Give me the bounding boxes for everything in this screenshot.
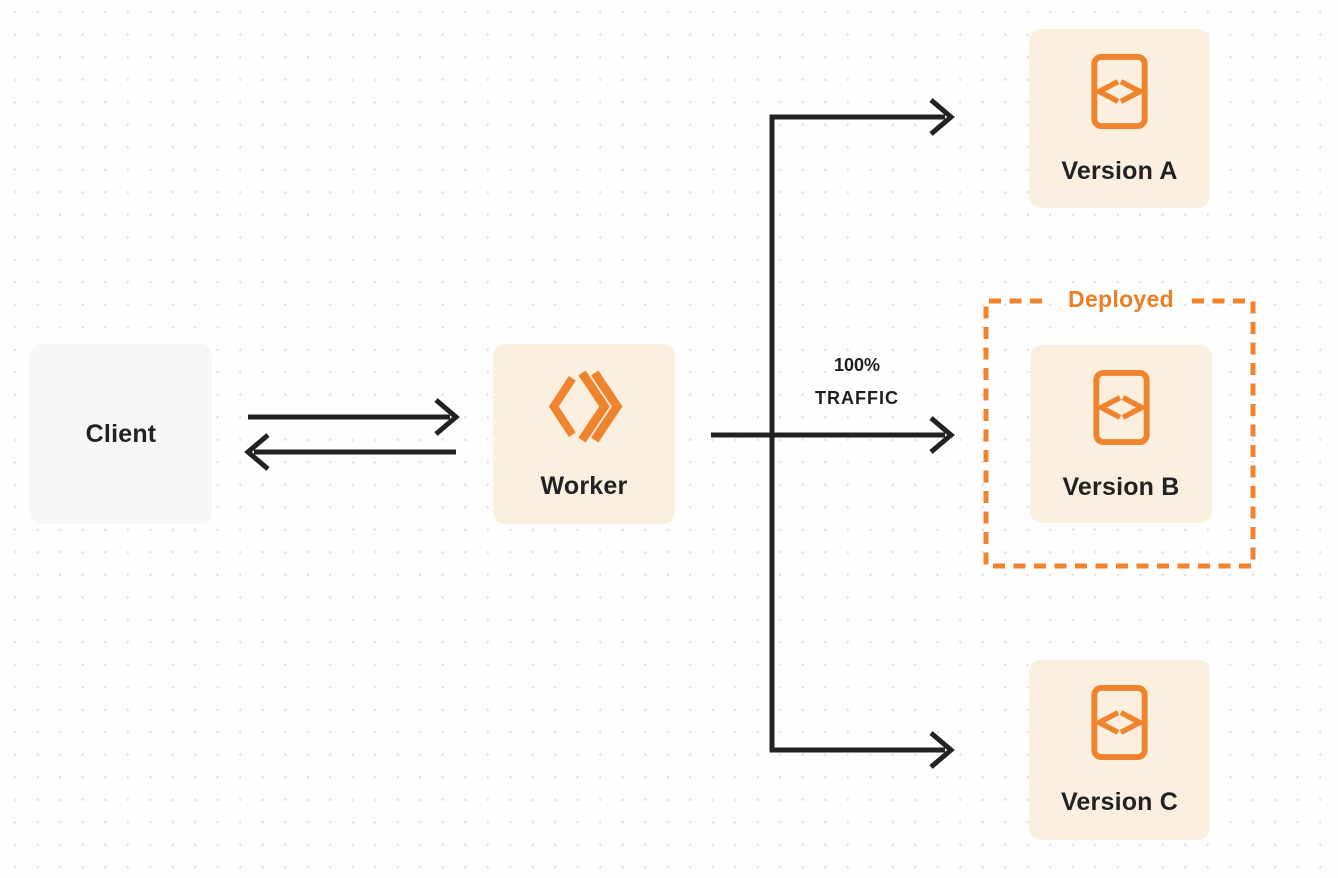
- client-label: Client: [85, 419, 157, 448]
- arrowhead-version-a: [929, 98, 955, 136]
- arrowhead-right: [434, 398, 460, 436]
- code-file-icon: [1091, 685, 1148, 760]
- traffic-annotation: 100% TRAFFIC: [787, 349, 927, 415]
- arrowhead-left: [244, 433, 270, 471]
- traffic-word: TRAFFIC: [815, 388, 899, 408]
- node-worker: Worker: [493, 344, 675, 524]
- deployed-group-border: [983, 298, 1256, 569]
- version-c-label: Version C: [1060, 788, 1179, 816]
- traffic-percent: 100%: [833, 355, 881, 375]
- version-b-label: Version B: [1062, 473, 1180, 501]
- deployed-group-label: Deployed: [1068, 286, 1174, 312]
- cloudflare-workers-icon: [547, 369, 623, 444]
- node-client: Client: [30, 344, 212, 524]
- code-file-icon: [1092, 370, 1150, 445]
- node-version-a: Version A: [1029, 29, 1210, 208]
- arrowhead-version-b: [929, 416, 955, 454]
- node-version-b: Version B: [1030, 345, 1212, 523]
- version-a-label: Version A: [1061, 157, 1178, 185]
- node-version-c: Version C: [1029, 660, 1210, 840]
- code-file-icon: [1091, 54, 1148, 129]
- arrowhead-version-c: [929, 731, 955, 769]
- worker-label: Worker: [540, 472, 628, 500]
